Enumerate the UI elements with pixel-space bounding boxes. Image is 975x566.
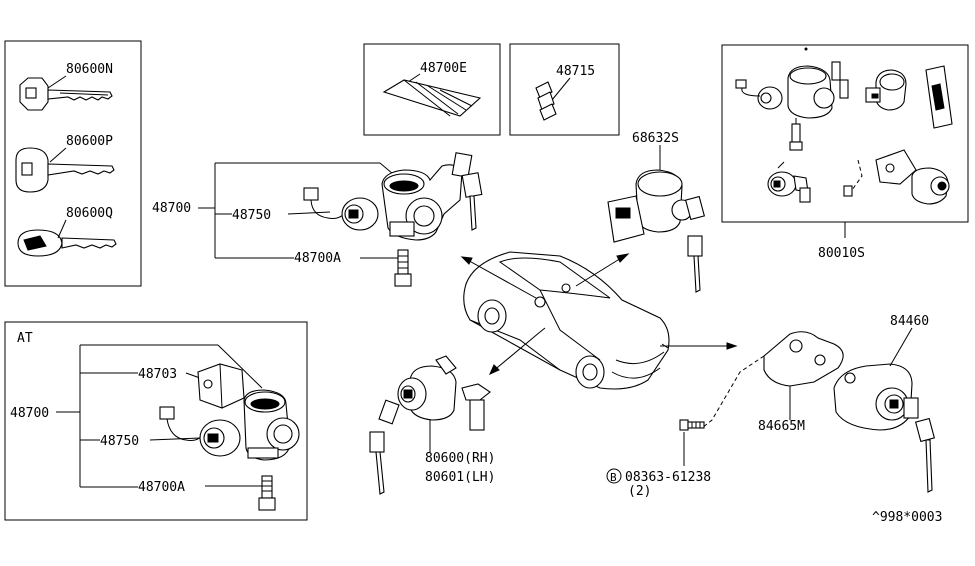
key-80600q [17, 229, 117, 257]
box-48700e: 48700E [363, 43, 501, 136]
label-80600n: 80600N [66, 62, 113, 77]
kit-plate [925, 65, 953, 129]
label-80600p: 80600P [66, 134, 113, 149]
door-lock: 80600(RH) 80601(LH) [369, 355, 495, 495]
label-08363-61238: 08363-61238 [625, 470, 711, 485]
kit-glove-lock [865, 69, 907, 111]
label-at-48703: 48703 [138, 367, 177, 382]
label-80600q: 80600Q [66, 206, 113, 221]
label-68632s: 68632S [632, 131, 679, 146]
bolt-circle-letter: B [610, 471, 617, 484]
key-80600n [19, 77, 113, 111]
label-84460: 84460 [890, 314, 929, 329]
label-at-48750: 48750 [100, 434, 139, 449]
box-48715: 48715 [509, 43, 620, 136]
label-48750: 48750 [232, 208, 271, 223]
key-80600p [15, 147, 115, 193]
keys-box: 80600N 80600P 80600Q [4, 40, 142, 287]
shim-strip [382, 79, 482, 117]
kit-door-cylinder [767, 161, 811, 203]
at-box: AT 48700 48703 48750 48700A [4, 321, 308, 521]
label-48715: 48715 [556, 64, 595, 79]
label-80010s: 80010S [818, 246, 865, 261]
trunk-lock: 84460 84665M [701, 314, 936, 493]
label-bolt-qty: (2) [628, 484, 651, 499]
label-80601-lh: 80601(LH) [425, 470, 495, 485]
diagram-code: ^998*0003 [872, 510, 942, 525]
kit-ignition [735, 61, 849, 151]
kit-trunk-lock [843, 149, 950, 205]
callout-arrows [460, 253, 738, 375]
main-assembly-keys [451, 152, 483, 231]
glove-lock: 68632S [607, 131, 706, 293]
at-switch-48750 [159, 406, 241, 457]
label-80600-rh: 80600(RH) [425, 451, 495, 466]
box-80010s: 80010S [721, 44, 969, 261]
trunk-bolt: B 08363-61238 (2) [606, 419, 711, 499]
clip-48715 [535, 81, 557, 121]
label-48700e: 48700E [420, 61, 467, 76]
bolt-circle-marker [606, 468, 622, 484]
at-switch-48703 [197, 363, 245, 409]
label-at-48700: 48700 [10, 406, 49, 421]
at-bolt-48700a [258, 475, 276, 511]
label-84665m: 84665M [758, 419, 805, 434]
at-ignition-body [243, 389, 300, 461]
at-box-title: AT [17, 331, 33, 346]
label-48700: 48700 [152, 201, 191, 216]
main-ignition-assembly: 48700 48750 48700A [152, 152, 483, 287]
label-48700a: 48700A [294, 251, 341, 266]
label-at-48700a: 48700A [138, 480, 185, 495]
